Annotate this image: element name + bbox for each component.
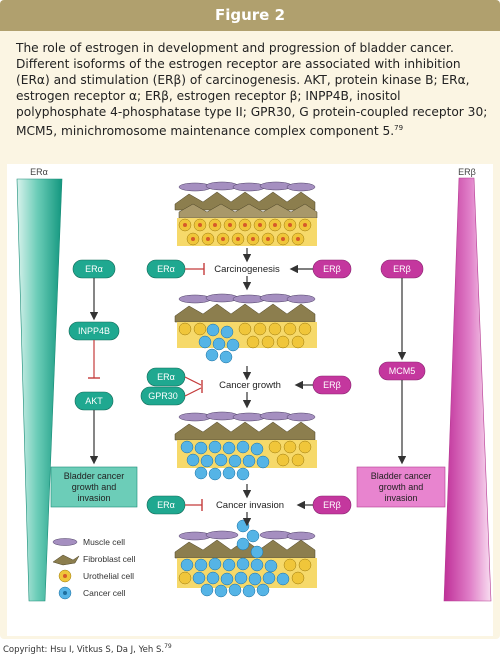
figure-title: Figure 2 <box>0 0 500 31</box>
erb-stage3-label: ERβ <box>323 500 341 510</box>
erb-stage2-label: ERβ <box>323 380 341 390</box>
right-outcome-line-1: Bladder cancer <box>371 471 432 481</box>
left-outcome-box <box>50 466 138 508</box>
urothelial-layer <box>177 218 317 246</box>
diagram-area: ERα ERβ <box>7 164 493 636</box>
muscle-cell-swatch <box>52 538 78 546</box>
inhibition-line <box>184 376 202 386</box>
era-stage1-label: ERα <box>157 264 175 274</box>
right-outcome-box <box>356 466 446 508</box>
era-stage3-label: ERα <box>157 500 175 510</box>
caption-text: The role of estrogen in development and … <box>16 41 488 139</box>
left-outcome-line-3: invasion <box>77 493 110 503</box>
tissue-block-early-cancer <box>174 293 317 364</box>
stage-label-carcinogenesis: Carcinogenesis <box>214 264 280 275</box>
legend-fibroblast-label: Fibroblast cell <box>83 554 136 564</box>
left-outcome-line-2: growth and <box>72 482 117 492</box>
copyright-reference: 79 <box>164 643 172 650</box>
right-outcome-line-2: growth and <box>379 482 424 492</box>
inhibition-line <box>184 387 202 397</box>
erb-gradient-label: ERβ <box>458 167 476 177</box>
gpr30-label: GPR30 <box>148 391 178 401</box>
right-outcome-line-3: invasion <box>384 493 417 503</box>
fibroblast-cell-swatch <box>52 554 80 566</box>
tissue-block-invasion <box>174 519 317 598</box>
stage-label-cancer-invasion: Cancer invasion <box>216 500 284 511</box>
fibroblast-layer <box>174 303 316 323</box>
akt-label: AKT <box>85 396 103 406</box>
diagram-svg: ERα ERβ <box>16 167 492 602</box>
tissue-block-normal <box>174 181 318 246</box>
fibroblast-layer <box>174 421 316 441</box>
era-stage2-label: ERα <box>157 372 175 382</box>
cancer-cell-cluster <box>198 323 240 364</box>
legend: Muscle cell Fibroblast cell Urothelial c… <box>52 537 136 600</box>
mcm5-label: MCM5 <box>389 366 416 376</box>
erb-stage1-label: ERβ <box>323 264 341 274</box>
legend-urothelial-label: Urothelial cell <box>83 571 134 581</box>
muscle-layer <box>178 293 316 304</box>
figure-panel: Figure 2 The role of estrogen in develop… <box>0 0 500 639</box>
legend-muscle-label: Muscle cell <box>83 537 125 547</box>
right-erb-label: ERβ <box>393 264 411 274</box>
muscle-layer <box>178 411 316 422</box>
tissue-block-growth <box>174 411 317 481</box>
left-era-label: ERα <box>85 264 103 274</box>
urothelial-nucleus <box>63 574 67 578</box>
legend-cancer-label: Cancer cell <box>83 588 126 598</box>
caption-reference: 79 <box>394 124 404 132</box>
stage-label-cancer-growth: Cancer growth <box>219 380 281 391</box>
cancer-cell-cluster <box>180 519 290 598</box>
inpp4b-label: INPP4B <box>78 326 110 336</box>
cancer-nucleus <box>63 591 67 595</box>
erb-gradient-bar <box>443 177 492 602</box>
muscle-layer <box>178 181 316 192</box>
figure-caption: The role of estrogen in development and … <box>16 40 490 139</box>
urothelial-layer <box>177 322 317 349</box>
left-outcome-line-1: Bladder cancer <box>64 471 125 481</box>
copyright-note: Copyright: Hsu I, Vitkus S, Da J, Yeh S.… <box>3 643 172 655</box>
era-gradient-bar <box>16 178 63 602</box>
copyright-text: Copyright: Hsu I, Vitkus S, Da J, Yeh S. <box>3 644 165 655</box>
fibroblast-layer <box>174 191 318 219</box>
era-gradient-label: ERα <box>30 167 48 177</box>
cancer-cell-cluster <box>180 440 270 481</box>
muscle-layer <box>178 530 316 541</box>
